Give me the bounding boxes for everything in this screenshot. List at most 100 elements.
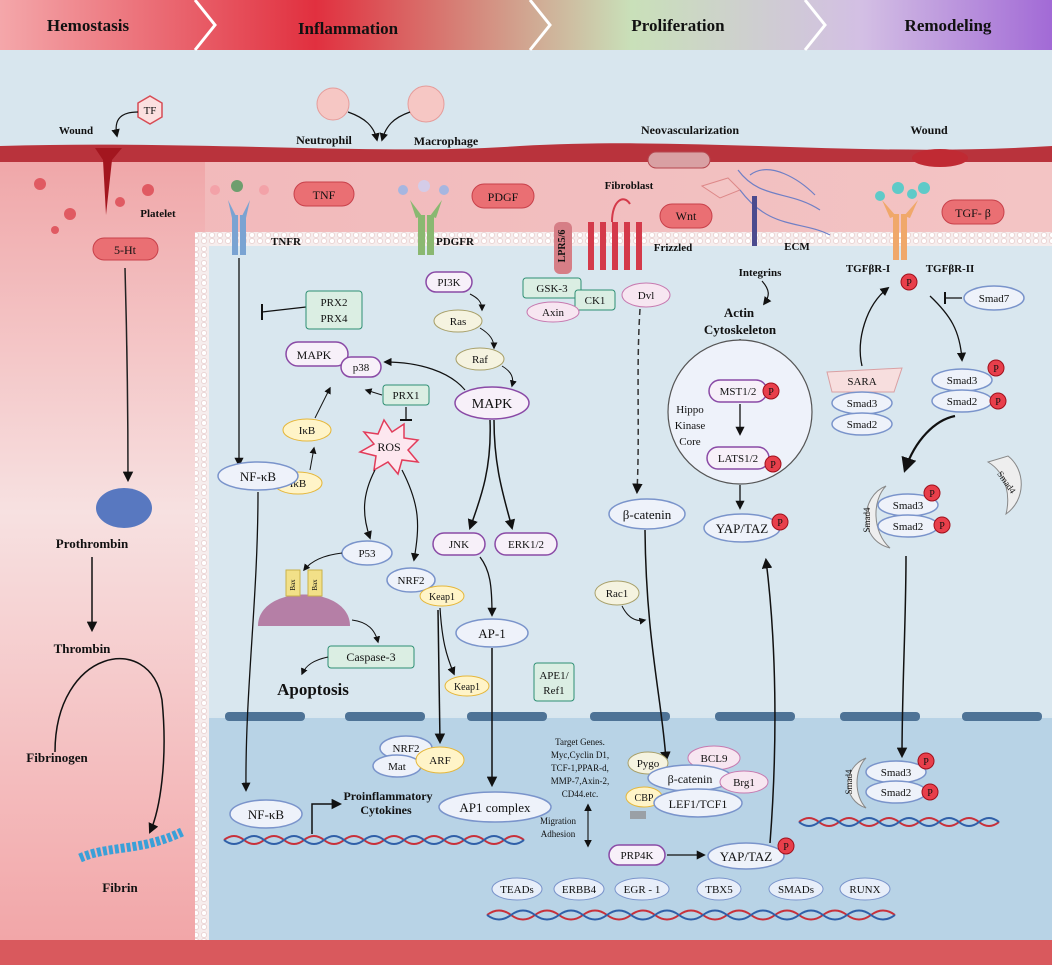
- erk-pill: [494, 532, 558, 556]
- fibroblast-label: Fibroblast: [605, 180, 654, 192]
- caspase-3-label: Caspase-3: [346, 650, 395, 664]
- prx4-label: PRX4: [321, 313, 348, 325]
- cytokines-line1: Proinflammatory: [343, 789, 432, 803]
- tgfbr-phospho-label: P: [906, 278, 912, 289]
- gsk3-label: GSK-3: [536, 283, 568, 295]
- lpr-label: LPR5/6: [557, 230, 568, 263]
- platelet-icons: [34, 178, 154, 234]
- pdgf-label: PDGF: [488, 190, 519, 204]
- neovascularization-label: Neovascularization: [641, 123, 739, 137]
- hippo-label-3: Core: [679, 436, 701, 448]
- nfkb-nuclear-pill: [229, 799, 303, 829]
- wnt-pill: [659, 203, 713, 229]
- phase-proliferation: Proliferation: [631, 16, 725, 35]
- tnf-label: TNF: [313, 188, 336, 202]
- yaptaz-phospho-badge: [771, 513, 789, 531]
- actin-label: Actin: [724, 305, 755, 320]
- remodeling-wound-label: Wound: [910, 123, 948, 137]
- smad2-nuclear-phospho-badge: [921, 783, 939, 801]
- ap1-complex-pill: [438, 791, 552, 823]
- tf-hexagon: [137, 95, 163, 125]
- rac1-label: Rac1: [606, 588, 629, 600]
- smad2-sara-label: Smad2: [847, 419, 878, 431]
- gene-runx: RUNX: [849, 884, 880, 896]
- mapk-left-label: MAPK: [297, 348, 332, 362]
- target-genes-line2: Myc,Cyclin D1,: [551, 750, 609, 760]
- smad3-nuclear-phospho-badge: [917, 752, 935, 770]
- lats-phospho-badge: [764, 455, 782, 473]
- ros-label: ROS: [377, 440, 400, 454]
- smad2-sara-pill: [831, 412, 893, 436]
- ikb-upper-label: IκB: [299, 425, 316, 437]
- smad7-label: Smad7: [979, 293, 1010, 305]
- smad4-complex-icon: [865, 485, 891, 549]
- sara-label: SARA: [847, 376, 876, 388]
- ap1-complex-label: AP1 complex: [459, 800, 531, 815]
- tgfbr1-label: TGFβR-I: [846, 263, 890, 275]
- tnf-pill: [293, 181, 355, 207]
- brg1-label: Brg1: [733, 777, 755, 789]
- smad2-complex-phospho: P: [939, 521, 945, 532]
- smad7-pill: [963, 285, 1025, 311]
- gene-smads: SMADs: [778, 884, 814, 896]
- ecm-fibers-icon: [737, 169, 831, 236]
- axin-label: Axin: [542, 307, 565, 319]
- fibrin-label: Fibrin: [102, 880, 138, 895]
- wnt-label: Wnt: [676, 209, 697, 223]
- cbp-label: CBP: [635, 793, 654, 804]
- gene-erbb4: ERBB4: [562, 884, 597, 896]
- nucleus: [209, 718, 1052, 940]
- prp4k-pill: [608, 844, 666, 866]
- neutrophil-label: Neutrophil: [296, 133, 352, 147]
- dna-binding-box-icon: [630, 811, 646, 819]
- smad4-complex-label: Smad4: [862, 507, 872, 533]
- raf-pill: [455, 347, 505, 371]
- nrf2-label: NRF2: [398, 575, 425, 587]
- ck1-label: CK1: [585, 295, 606, 307]
- ap1-pill: [455, 618, 529, 648]
- erk-label: ERK1/2: [508, 539, 544, 551]
- smad4-free-icon: [986, 455, 1022, 516]
- nuclear-envelope: [225, 712, 1042, 721]
- dna-helix-right: [798, 817, 1000, 827]
- gene-egr1: EGR - 1: [624, 884, 661, 896]
- keap1-label: Keap1: [429, 592, 455, 603]
- ap1-label: AP-1: [478, 626, 505, 641]
- smad3-cyto-label: Smad3: [947, 375, 978, 387]
- apoptosis-label: Apoptosis: [277, 680, 349, 699]
- smad3-sara-label: Smad3: [847, 398, 878, 410]
- dna-helix-left: [223, 835, 525, 845]
- dvl-label: Dvl: [638, 290, 655, 302]
- bcl9-label: BCL9: [701, 753, 728, 765]
- fibrinogen-label: Fibrinogen: [26, 750, 88, 765]
- keap1-pill: [419, 585, 465, 607]
- tnfr-receptor-icon: [228, 200, 250, 255]
- pygo-label: Pygo: [637, 758, 660, 770]
- jnk-pill: [432, 532, 486, 556]
- tgfb-ligand-icons: [875, 182, 930, 201]
- raf-label: Raf: [472, 354, 488, 366]
- ht-pill: [92, 237, 159, 261]
- phase-remodeling: Remodeling: [905, 16, 992, 35]
- mapk-pill: [454, 386, 530, 420]
- target-genes-line3: TCF-1,PPAR-d,: [551, 763, 609, 773]
- mapk-label: MAPK: [472, 397, 512, 412]
- target-genes-line1: Target Genes.: [555, 737, 605, 747]
- axin-pill: [526, 301, 580, 323]
- yaptaz-nuclear-phospho: P: [783, 842, 789, 853]
- lpr-receptor-icon: LPR5/6: [554, 222, 572, 274]
- pdgf-ligand-icons: [398, 180, 449, 195]
- adhesion-label: Adhesion: [541, 829, 576, 839]
- mst-label: MST1/2: [720, 386, 757, 398]
- hippo-label-1: Hippo: [676, 404, 704, 416]
- bcatenin-label: β-catenin: [623, 507, 672, 522]
- wound-label: Wound: [59, 125, 93, 137]
- target-gene-pills: TEADs ERBB4 EGR - 1 TBX5 SMADs RUNX: [491, 877, 891, 901]
- ras-label: Ras: [450, 316, 467, 328]
- yaptaz-label: YAP/TAZ: [716, 521, 768, 536]
- smad2-nuclear-phospho: P: [927, 788, 933, 799]
- phase-banner: Hemostasis Inflammation Proliferation Re…: [0, 0, 1052, 51]
- prothrombin-label: Prothrombin: [56, 536, 129, 551]
